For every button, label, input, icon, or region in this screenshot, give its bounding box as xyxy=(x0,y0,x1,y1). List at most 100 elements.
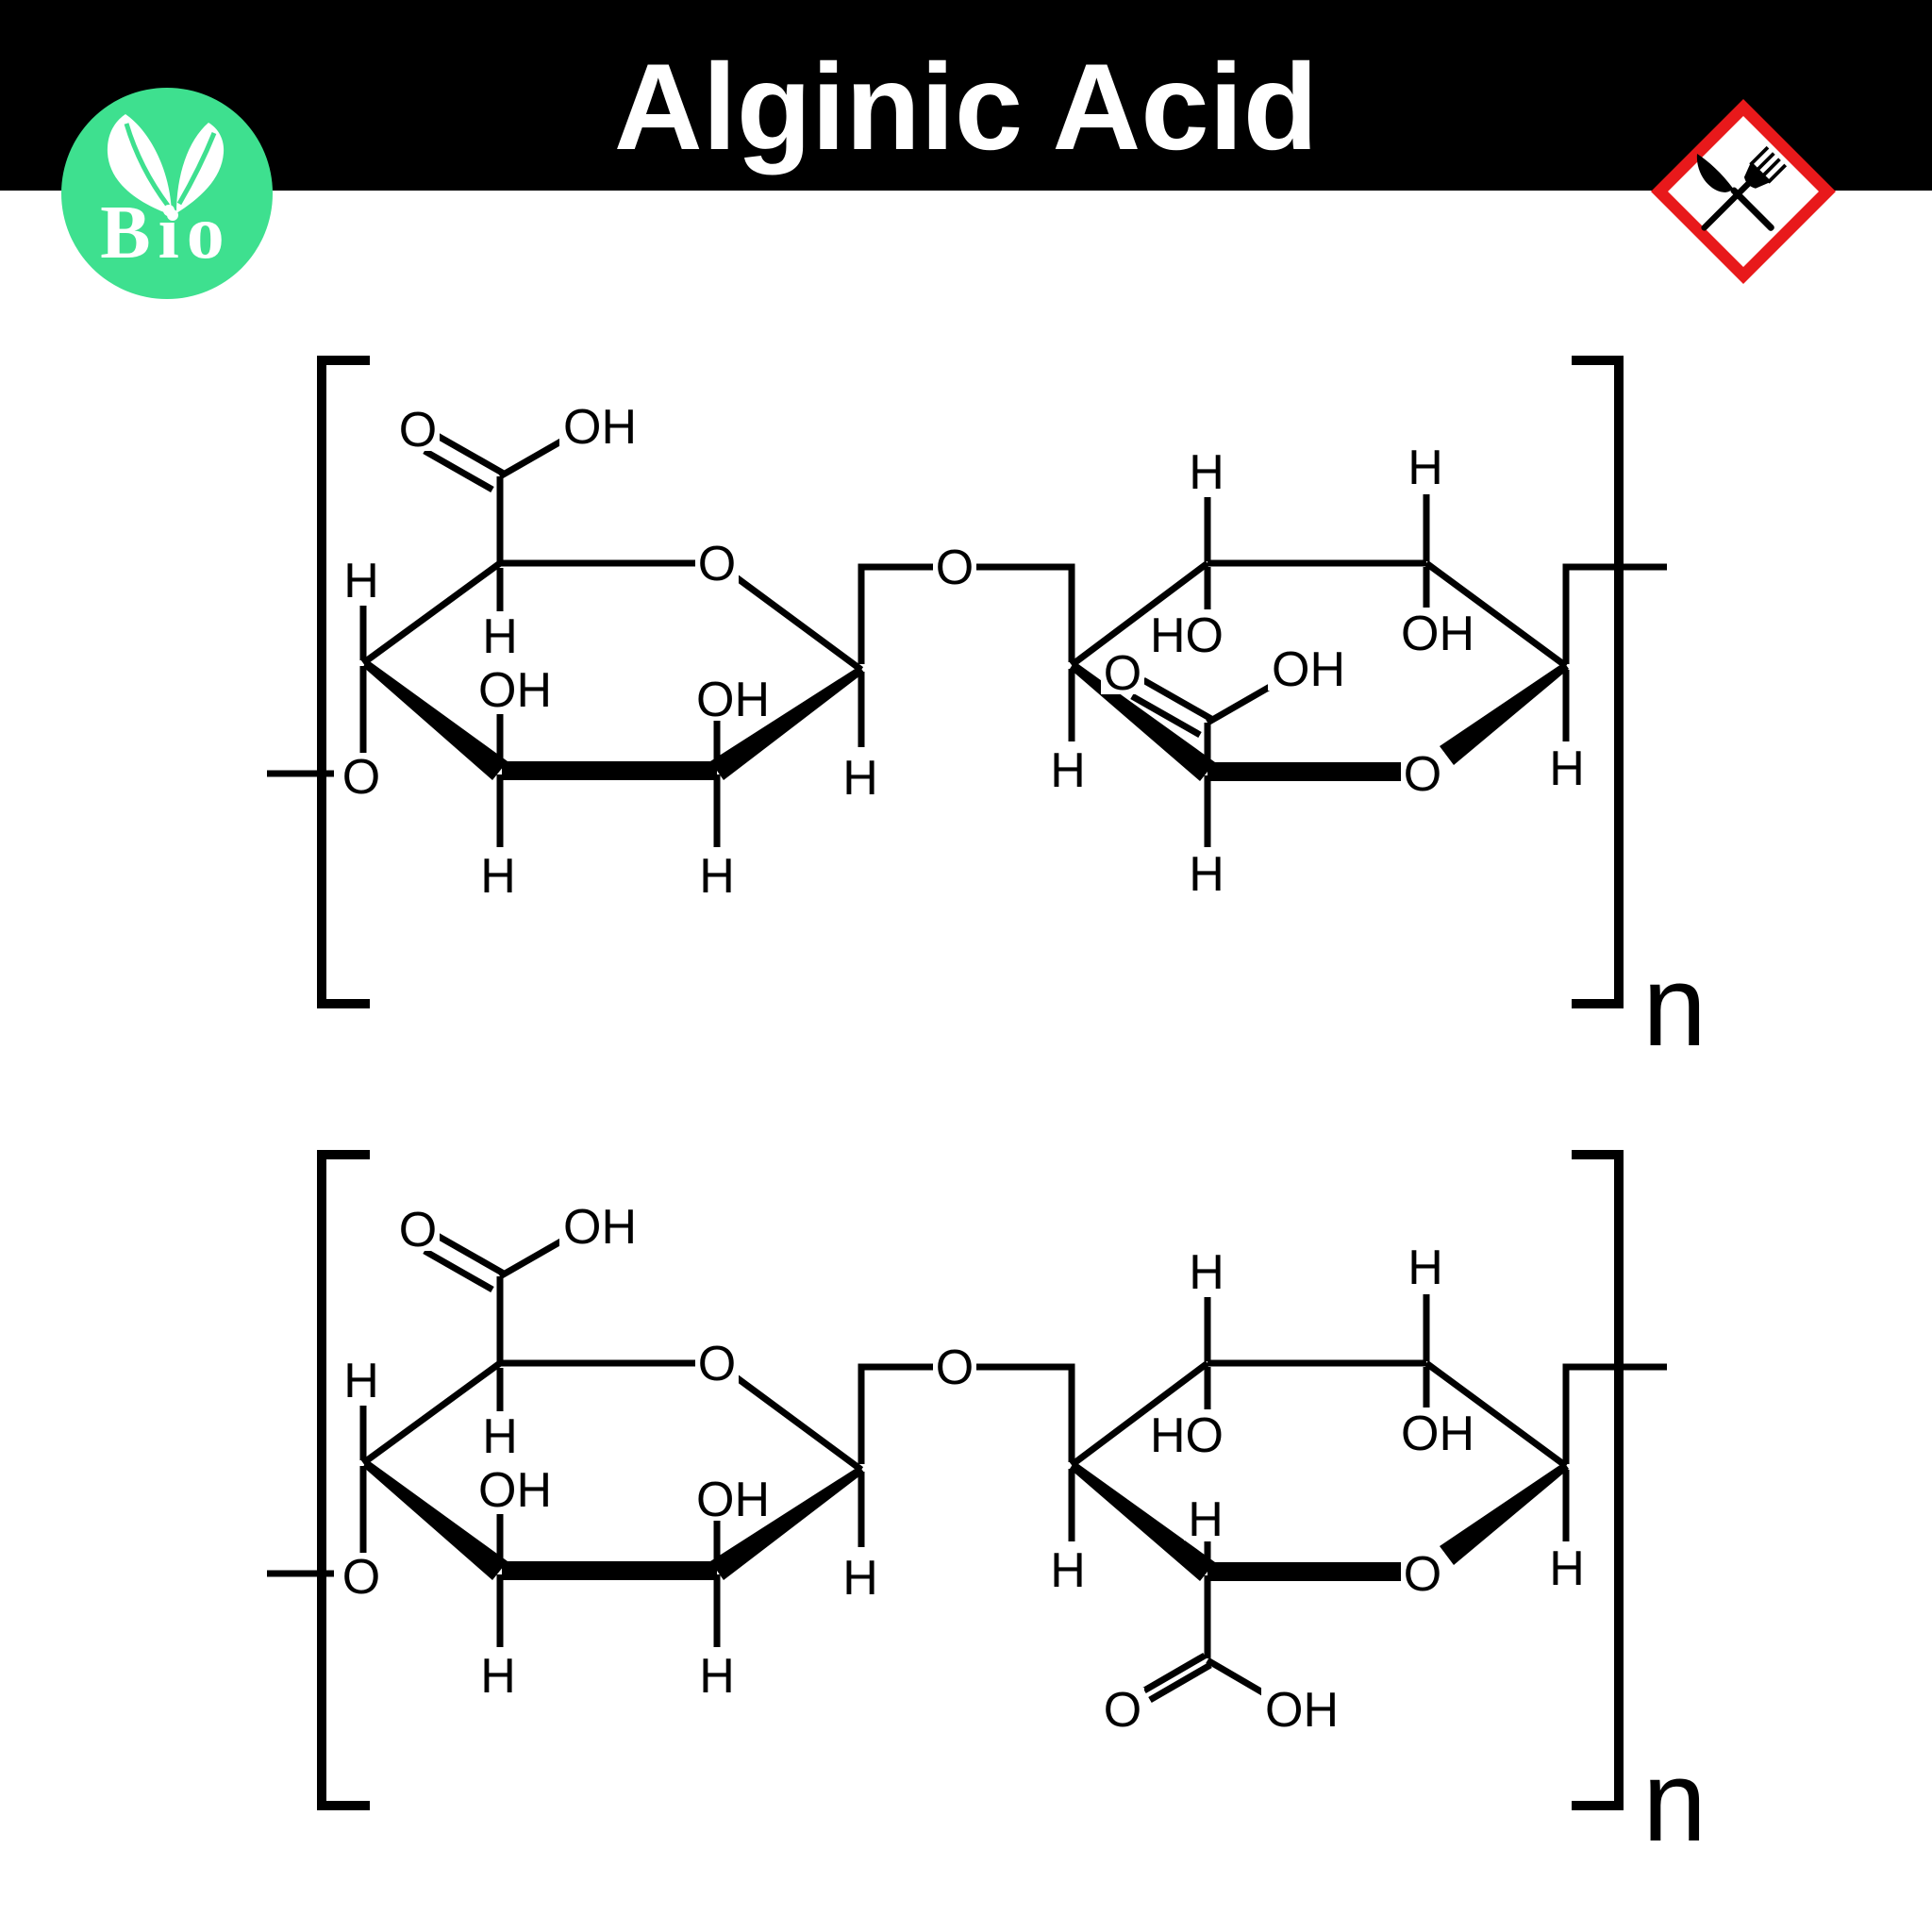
atom-label-h: H xyxy=(1189,1245,1224,1300)
atom-label-oh: OH xyxy=(478,663,552,718)
atom-label-o: O xyxy=(399,1203,437,1257)
atom-label-bg xyxy=(1401,1552,1444,1595)
polymer-subscript-n: n xyxy=(1642,941,1707,1070)
atom-label-bg xyxy=(340,1555,383,1598)
atom-label-bg xyxy=(1404,1245,1447,1289)
atom-label-bg xyxy=(1184,1497,1227,1541)
atom-label-bg xyxy=(396,1208,440,1251)
atom-label-o: O xyxy=(1104,1683,1141,1738)
food-hazard-icon xyxy=(1651,99,1836,284)
atom-label-bg xyxy=(695,1341,739,1385)
atom-label-h: H xyxy=(1050,743,1086,798)
atom-label-bg xyxy=(478,614,522,658)
brackets-unit-2 xyxy=(317,1150,1624,1810)
atom-label-bg xyxy=(559,405,641,448)
atom-label-ho: HO xyxy=(1150,1408,1224,1463)
atom-label-o: O xyxy=(1404,1547,1441,1602)
atom-label-h: H xyxy=(482,1409,518,1464)
atom-label-bg xyxy=(1397,611,1478,655)
atom-label-h: H xyxy=(1189,847,1224,902)
atom-label-h: H xyxy=(343,1354,379,1408)
atom-label-bg xyxy=(1185,450,1228,493)
atom-label-bg xyxy=(1185,1250,1228,1293)
atom-label-h: H xyxy=(1549,741,1585,796)
atom-label-ho: HO xyxy=(1150,608,1224,663)
atom-label-o: O xyxy=(342,750,380,805)
atom-label-o: O xyxy=(698,1337,736,1391)
atom-label-o: O xyxy=(1104,646,1141,701)
bio-logo: Bio xyxy=(61,88,273,299)
atom-label-bg xyxy=(1185,852,1228,895)
atom-label-bg xyxy=(692,1477,774,1521)
right-bracket xyxy=(1572,356,1624,1008)
polymer-subscript-n: n xyxy=(1642,1737,1707,1865)
atom-label-h: H xyxy=(343,554,379,608)
atom-label-bg xyxy=(1261,1688,1342,1731)
atom-label-bg xyxy=(695,1654,739,1697)
atom-label-bg xyxy=(1268,647,1349,691)
right-bracket xyxy=(1572,1150,1624,1810)
atom-label-h: H xyxy=(482,609,518,664)
leaf-icon xyxy=(107,114,225,221)
bio-logo-label: Bio xyxy=(100,192,232,275)
atom-label-bg xyxy=(1404,445,1447,489)
knife-icon xyxy=(1696,153,1774,231)
atom-label-h: H xyxy=(699,1649,735,1704)
atom-label-bg xyxy=(695,541,739,585)
atom-label-o: O xyxy=(342,1550,380,1605)
atom-label-bg xyxy=(475,668,556,711)
atom-label-o: O xyxy=(698,537,736,591)
atom-label-bg xyxy=(340,1358,383,1402)
atom-label-oh: OH xyxy=(478,1463,552,1518)
page-title: Alginic Acid xyxy=(614,38,1318,175)
atom-label-h: H xyxy=(1189,445,1224,500)
header-bar xyxy=(0,0,1932,191)
atom-label-h: H xyxy=(1188,1492,1224,1547)
atom-label-o: O xyxy=(399,403,437,458)
atom-label-o: O xyxy=(936,541,974,595)
atom-label-h: H xyxy=(1549,1541,1585,1596)
atom-label-bg xyxy=(1101,651,1144,694)
atom-label-h: H xyxy=(1407,1241,1443,1295)
atom-label-oh: OH xyxy=(696,1473,770,1527)
atom-label-bg xyxy=(1046,748,1090,791)
atom-label-bg xyxy=(692,677,774,721)
atom-label-bg xyxy=(340,558,383,602)
atom-label-oh: OH xyxy=(1401,1407,1474,1461)
atom-label-bg xyxy=(1397,1411,1478,1455)
atom-label-bg xyxy=(475,1468,556,1511)
atom-label-h: H xyxy=(842,751,878,806)
fork-icon xyxy=(1701,145,1788,231)
bonds-unit-2 xyxy=(267,1232,1667,1704)
atom-label-bg xyxy=(1146,1413,1227,1457)
atom-label-oh: OH xyxy=(1272,642,1345,697)
atom-label-h: H xyxy=(480,849,516,904)
atom-label-h: H xyxy=(480,1649,516,1704)
atom-label-h: H xyxy=(699,849,735,904)
brackets-unit-1 xyxy=(317,356,1624,1008)
atom-label-bg xyxy=(1101,1688,1144,1731)
atom-label-bg xyxy=(559,1205,641,1248)
left-bracket xyxy=(317,356,370,1008)
atom-label-bg xyxy=(839,756,882,799)
atom-label-bg xyxy=(476,1654,520,1697)
atom-label-bg xyxy=(695,854,739,897)
atom-label-oh: OH xyxy=(563,400,637,455)
atom-label-bg xyxy=(933,1345,976,1389)
atom-label-bg xyxy=(1545,746,1589,790)
atom-label-oh: OH xyxy=(696,673,770,727)
atom-label-bg xyxy=(839,1556,882,1599)
atom-label-bg xyxy=(396,408,440,451)
carboxyl-down xyxy=(1142,1541,1277,1704)
atom-label-bg xyxy=(1046,1548,1090,1591)
atom-label-bg xyxy=(476,854,520,897)
atom-label-oh: OH xyxy=(1265,1683,1339,1738)
atom-label-oh: OH xyxy=(1401,607,1474,661)
atom-label-oh: OH xyxy=(563,1200,637,1255)
left-bracket xyxy=(317,1150,370,1810)
